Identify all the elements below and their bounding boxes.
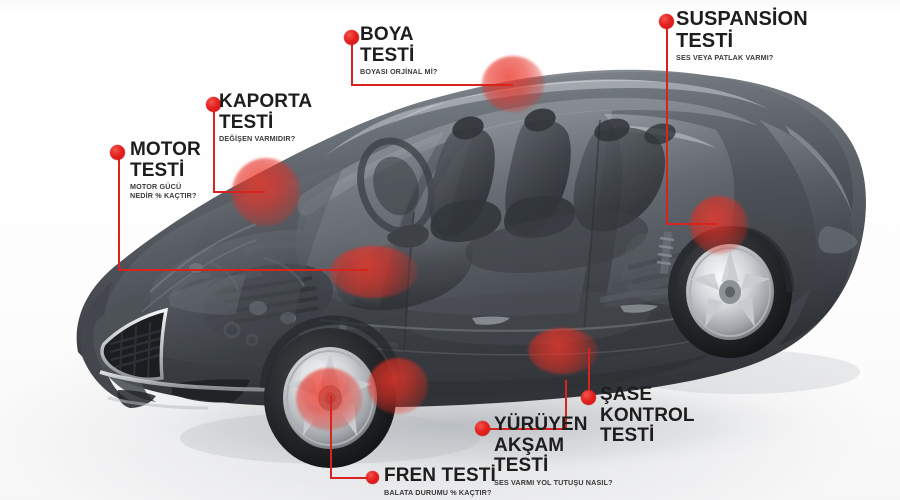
callout-sase[interactable]: ŞASE KONTROL TESTİ	[600, 384, 695, 449]
lead-kaporta-horizontal	[213, 191, 265, 193]
lead-boya-vertical	[351, 42, 353, 85]
dot-suspansion[interactable]	[659, 14, 674, 29]
lead-boya-horizontal	[351, 84, 513, 86]
dot-kaporta[interactable]	[206, 97, 221, 112]
lead-suspansion-vertical	[666, 28, 668, 224]
lead-fren-horizontal	[330, 477, 364, 479]
dot-yuruyen[interactable]	[475, 421, 490, 436]
dot-motor[interactable]	[110, 145, 125, 160]
lead-motor-vertical	[118, 152, 120, 270]
callout-fren-title: FREN TESTİ	[384, 465, 496, 486]
background-top-band	[0, 0, 900, 14]
callout-yuruyen[interactable]: YÜRÜYEN AKŞAM TESTİ SES VARMI YOL TUTUŞU…	[494, 414, 613, 487]
callout-fren-subtitle: BALATA DURUMU % KAÇTIR?	[384, 487, 492, 497]
dot-boya[interactable]	[344, 30, 359, 45]
callout-yuruyen-subtitle: SES VARMI YOL TUTUŞU NASIL?	[494, 477, 613, 487]
callout-fren[interactable]: FREN TESTİ BALATA DURUMU % KAÇTIR?	[384, 465, 496, 497]
callout-yuruyen-title: YÜRÜYEN AKŞAM TESTİ	[494, 414, 588, 476]
lead-fren-vertical	[330, 396, 332, 478]
callout-suspansion-title: SUSPANSİON TESTİ	[676, 8, 808, 52]
dot-sase[interactable]	[581, 390, 596, 405]
callout-suspansion-subtitle: SES VEYA PATLAK VARMI?	[676, 53, 774, 62]
callout-boya[interactable]: BOYA TESTİ BOYASI ORJİNAL Mİ?	[360, 24, 438, 77]
callout-kaporta[interactable]: KAPORTA TESTİ DEĞİŞEN VARMIDIR?	[219, 91, 313, 144]
callout-boya-title: BOYA TESTİ	[360, 24, 415, 66]
lead-kaporta-vertical	[213, 104, 215, 192]
callout-motor-subtitle: MOTOR GÜCÜ NEDİR % KAÇTIR?	[130, 182, 197, 200]
lead-yuruyen-horizontal	[482, 428, 566, 430]
lead-yuruyen-vertical	[565, 380, 567, 429]
dot-fren[interactable]	[366, 471, 379, 484]
lead-motor-horizontal	[118, 269, 368, 271]
callout-motor[interactable]: MOTOR TESTİ MOTOR GÜCÜ NEDİR % KAÇTIR?	[130, 139, 201, 200]
callout-motor-title: MOTOR TESTİ	[130, 139, 201, 181]
lead-fren-left	[350, 477, 372, 479]
callout-boya-subtitle: BOYASI ORJİNAL Mİ?	[360, 67, 438, 76]
callout-kaporta-subtitle: DEĞİŞEN VARMIDIR?	[219, 134, 296, 143]
callout-kaporta-title: KAPORTA TESTİ	[219, 91, 313, 133]
lead-suspansion-horizontal	[666, 223, 718, 225]
lead-sase-vertical	[588, 348, 590, 396]
callout-sase-title: ŞASE KONTROL TESTİ	[600, 384, 695, 446]
callout-suspansion[interactable]: SUSPANSİON TESTİ SES VEYA PATLAK VARMI?	[676, 8, 808, 63]
